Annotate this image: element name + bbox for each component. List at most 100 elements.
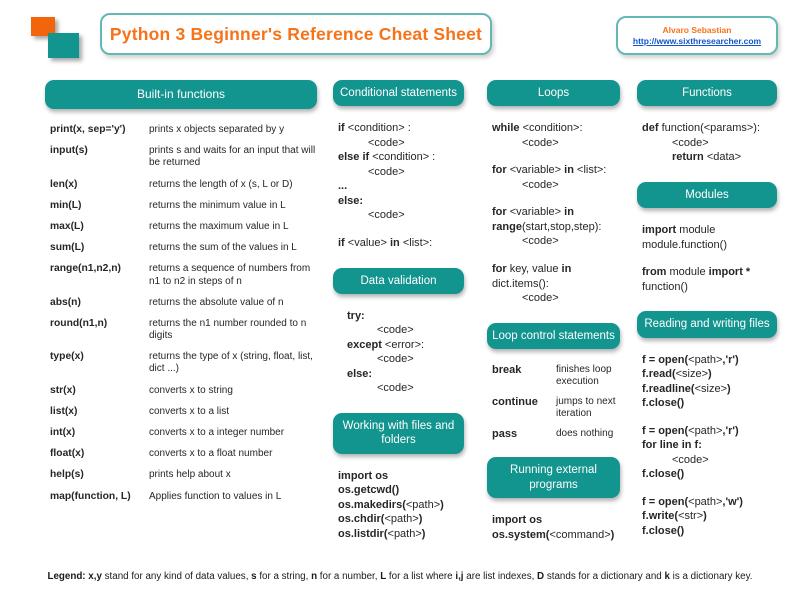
- table-term: list(x): [50, 405, 78, 417]
- title-box: Python 3 Beginner's Reference Cheat Shee…: [100, 13, 492, 55]
- code-line: import os: [492, 514, 543, 527]
- author-name: Alvaro Sebastian: [662, 25, 732, 35]
- table-desc: converts x to a list: [149, 405, 230, 417]
- code-line: function(): [642, 280, 688, 293]
- code-line: <code>: [368, 136, 405, 149]
- table-desc: returns the n1 number rounded to n digit…: [149, 317, 307, 342]
- table-desc: converts x to a float number: [149, 448, 273, 460]
- code-line: from module import *: [642, 266, 751, 279]
- section-body-conditional-statements: if <condition> :<code>else if <condition…: [333, 121, 464, 250]
- code-line: os.getcwd(): [338, 484, 400, 497]
- logo-teal-square: [48, 33, 79, 58]
- code-line: for <variable> in: [492, 206, 574, 219]
- table-desc: returns the maximum value in L: [149, 220, 289, 232]
- section-body-reading-writing-files: f = open(<path>,'r')f.read(<size>)f.read…: [637, 353, 777, 539]
- code-line: f.readline(<size>): [642, 382, 731, 395]
- table-desc: prints help about x: [149, 469, 231, 481]
- code-line: f.close(): [642, 397, 685, 410]
- table-term: abs(n): [50, 296, 81, 308]
- code-line: while <condition>:: [492, 122, 583, 135]
- code-line: for line in f:: [642, 439, 702, 452]
- code-line: <code>: [377, 324, 414, 337]
- code-line: else:: [347, 367, 373, 380]
- section-header-builtin-functions: Built-in functions: [45, 80, 317, 109]
- code-line: f.close(): [642, 468, 685, 481]
- section-header-reading-writing-files: Reading and writing files: [637, 311, 777, 338]
- code-line: dict.items():: [492, 277, 549, 290]
- code-line: f.close(): [642, 524, 685, 537]
- code-line: <code>: [522, 136, 559, 149]
- table-desc: returns the minimum value in L: [149, 199, 286, 211]
- code-line: <code>: [368, 209, 405, 222]
- code-line: f = open(<path>,'r'): [642, 353, 739, 366]
- legend: Legend: x,y stand for any kind of data v…: [47, 571, 753, 582]
- table-term: pass: [492, 427, 518, 440]
- table-term: print(x, sep='y'): [50, 124, 126, 135]
- column-loops-control-external: Loops while <condition>:<code> for <variab…: [487, 80, 620, 559]
- section-header-conditional-statements: Conditional statements: [333, 80, 464, 107]
- section-body-loop-control: break finishes loop execution continue jump…: [487, 364, 620, 441]
- code-line: def function(<params>):: [642, 122, 760, 135]
- table-desc: does nothing: [556, 427, 614, 439]
- code-gap: [492, 249, 620, 262]
- section-header-modules: Modules: [637, 181, 777, 209]
- table-term: int(x): [50, 427, 76, 438]
- page-title: Python 3 Beginner's Reference Cheat Shee…: [109, 23, 483, 44]
- code-line: for key, value in: [492, 262, 572, 275]
- code-line: module.function(): [642, 238, 727, 251]
- code-line: if <condition> :: [338, 122, 411, 135]
- author-box: Alvaro Sebastian http://www.sixthresearc…: [616, 16, 778, 55]
- table-term: continue: [492, 395, 538, 408]
- code-line: if <value> in <list>:: [338, 236, 433, 249]
- table-term: float(x): [50, 448, 85, 460]
- section-body-files-folders: import os os.getcwd()os.makedirs(<path>) o…: [333, 469, 464, 542]
- site-link[interactable]: http://www.sixthresearcher.com: [632, 36, 762, 46]
- logo-orange-square: [31, 17, 55, 36]
- code-gap: [642, 411, 777, 424]
- section-body-builtin-functions: print(x, sep='y') prints x objects separa…: [45, 124, 317, 503]
- code-line: <code>: [377, 353, 414, 366]
- table-desc: jumps to next iteration: [556, 395, 616, 420]
- code-line: <code>: [377, 382, 414, 395]
- table-term: len(x): [50, 178, 78, 190]
- code-line: ...: [338, 180, 348, 193]
- section-body-data-validation: try:<code>except <error>:<code>else:<cod…: [333, 309, 464, 396]
- table-term: min(L): [50, 199, 82, 211]
- table-term: sum(L): [50, 242, 85, 254]
- code-line: os.makedirs(<path>): [338, 498, 444, 511]
- code-line: except <error>:: [347, 338, 425, 351]
- table-term: range(n1,n2,n): [50, 263, 121, 275]
- table-term: max(L): [50, 220, 84, 232]
- table-desc: Applies function to values in L: [149, 490, 282, 502]
- table-term: break: [492, 363, 522, 376]
- table-desc: returns the length of x (s, L or D): [149, 178, 293, 190]
- table-desc: finishes loop execution: [556, 363, 612, 388]
- section-header-data-validation: Data validation: [333, 267, 464, 294]
- code-line: else:: [338, 194, 364, 207]
- code-line: <code>: [672, 453, 709, 466]
- code-line: import os: [338, 469, 389, 482]
- code-line: f = open(<path>,'w'): [642, 495, 743, 508]
- code-line: os.chdir(<path>): [338, 513, 423, 526]
- section-header-functions: Functions: [637, 80, 777, 107]
- section-header-loops: Loops: [487, 80, 620, 107]
- table-desc: returns the absolute value of n: [149, 296, 284, 308]
- table-desc: prints x objects separated by y: [149, 124, 285, 135]
- section-header-external-programs: Running external programs: [487, 457, 620, 499]
- section-header-files-folders: Working with files and folders: [333, 412, 464, 454]
- section-header-loop-control: Loop control statements: [487, 322, 620, 349]
- table-term: round(n1,n): [50, 317, 108, 329]
- code-line: try:: [347, 309, 365, 322]
- table-term: map(function, L): [50, 490, 131, 502]
- table-term: help(s): [50, 469, 84, 481]
- table-term: type(x): [50, 351, 84, 363]
- code-line: <code>: [672, 136, 709, 149]
- table-desc: returns the sum of the values in L: [149, 242, 297, 254]
- code-line: for <variable> in <list>:: [492, 164, 607, 177]
